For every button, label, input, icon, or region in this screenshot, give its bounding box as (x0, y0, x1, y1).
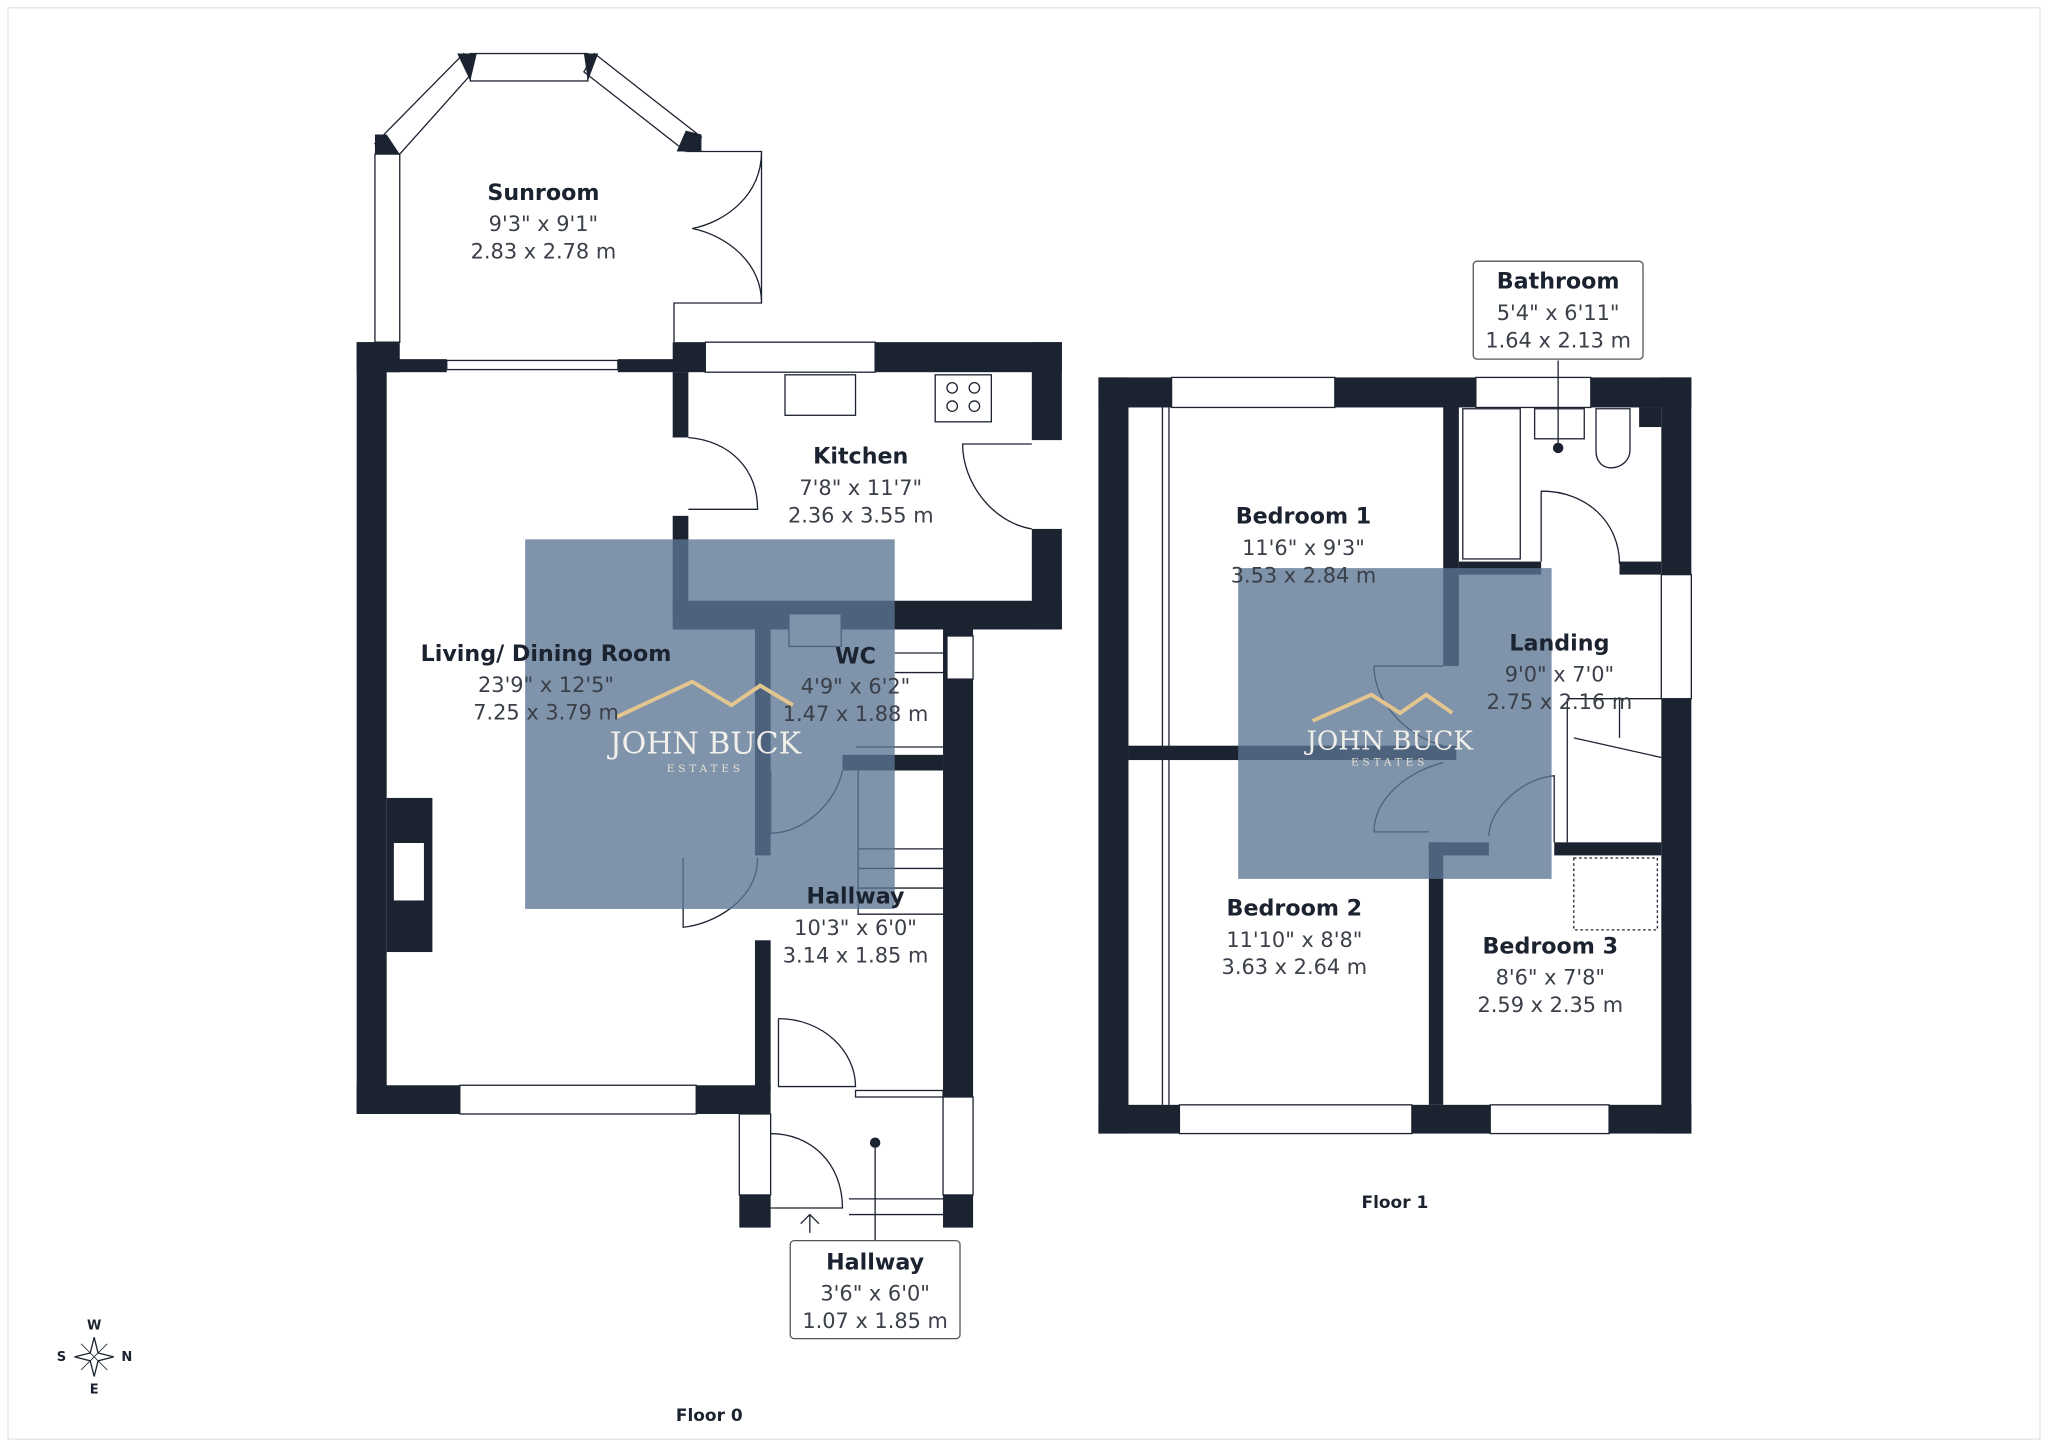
sink-icon (784, 374, 857, 416)
room-label-bedroom-3: Bedroom 3 8'6" x 7'8" 2.59 x 2.35 m (1478, 933, 1624, 1017)
svg-text:Sunroom: Sunroom (487, 180, 599, 206)
room-label-kitchen: Kitchen 7'8" x 11'7" 2.36 x 3.55 m (788, 444, 934, 528)
svg-text:4'9" x 6'2": 4'9" x 6'2" (801, 674, 910, 698)
page-border (7, 7, 2041, 1440)
hob-icon (934, 374, 993, 423)
svg-text:9'0" x 7'0": 9'0" x 7'0" (1505, 663, 1614, 687)
compass-icon: W S N E (57, 1318, 132, 1397)
svg-text:3.63 x 2.64 m: 3.63 x 2.64 m (1222, 955, 1368, 979)
svg-text:Kitchen: Kitchen (813, 444, 908, 470)
svg-text:2.59 x 2.35 m: 2.59 x 2.35 m (1478, 993, 1624, 1017)
svg-text:Landing: Landing (1509, 630, 1609, 656)
sunroom-walls (373, 52, 763, 371)
svg-text:8'6" x 7'8": 8'6" x 7'8" (1496, 966, 1605, 990)
watermark-sub: ESTATES (1351, 756, 1428, 768)
svg-text:3.14 x 1.85 m: 3.14 x 1.85 m (783, 943, 929, 967)
watermark-logo: JOHN BUCK ESTATES (525, 539, 895, 909)
watermark-name: JOHN BUCK (607, 727, 802, 762)
svg-text:11'10" x 8'8": 11'10" x 8'8" (1226, 928, 1362, 952)
svg-text:7'8" x 11'7": 7'8" x 11'7" (799, 476, 922, 500)
svg-text:S: S (57, 1350, 66, 1365)
living-walls (356, 342, 771, 1115)
svg-text:Living/ Dining Room: Living/ Dining Room (421, 641, 672, 667)
svg-text:1.07 x 1.85 m: 1.07 x 1.85 m (802, 1309, 948, 1333)
svg-text:N: N (121, 1350, 132, 1365)
svg-text:23'9" x 12'5": 23'9" x 12'5" (478, 673, 614, 697)
room-label-sunroom: Sunroom 9'3" x 9'1" 2.83 x 2.78 m (471, 180, 617, 264)
floor-1-walls (1098, 360, 1692, 1135)
svg-text:10'3" x 6'0": 10'3" x 6'0" (794, 916, 917, 940)
floor-0: JOHN BUCK ESTATES Sunroom 9'3" x 9'1" 2.… (356, 52, 1062, 1426)
svg-text:Hallway: Hallway (807, 884, 906, 910)
room-label-bedroom-1: Bedroom 1 11'6" x 9'3" 3.53 x 2.84 m (1231, 504, 1377, 588)
svg-text:5'4" x 6'11": 5'4" x 6'11" (1497, 301, 1620, 325)
watermark-name: JOHN BUCK (1303, 727, 1473, 757)
svg-text:2.83 x 2.78 m: 2.83 x 2.78 m (471, 240, 617, 264)
svg-text:W: W (87, 1318, 101, 1333)
room-label-landing: Landing 9'0" x 7'0" 2.75 x 2.16 m (1487, 630, 1633, 714)
floor-0-label: Floor 0 (676, 1406, 743, 1426)
room-label-porch-hallway: Hallway 3'6" x 6'0" 1.07 x 1.85 m (789, 1240, 961, 1340)
svg-text:3'6" x 6'0": 3'6" x 6'0" (820, 1282, 929, 1306)
svg-text:7.25 x 3.79 m: 7.25 x 3.79 m (473, 701, 619, 725)
svg-text:Hallway: Hallway (826, 1249, 925, 1275)
room-label-wc: WC 4'9" x 6'2" 1.47 x 1.88 m (783, 643, 929, 725)
floor-1: JOHN BUCK ESTATES Bathroom 5'4" x 6'11" … (1098, 260, 1692, 1213)
floor-1-label: Floor 1 (1361, 1193, 1428, 1213)
svg-text:9'3" x 9'1": 9'3" x 9'1" (489, 212, 598, 236)
watermark-logo-floor-1: JOHN BUCK ESTATES (1238, 568, 1552, 879)
svg-text:1.47 x 1.88 m: 1.47 x 1.88 m (783, 702, 929, 726)
svg-text:3.53 x 2.84 m: 3.53 x 2.84 m (1231, 563, 1377, 587)
svg-text:Bathroom: Bathroom (1497, 269, 1620, 295)
svg-text:Bedroom 1: Bedroom 1 (1236, 504, 1372, 530)
svg-text:11'6" x 9'3": 11'6" x 9'3" (1242, 536, 1365, 560)
porch-walls (738, 1096, 974, 1241)
svg-text:Bedroom 2: Bedroom 2 (1227, 895, 1363, 921)
svg-text:Bedroom 3: Bedroom 3 (1483, 933, 1619, 959)
svg-text:E: E (90, 1382, 99, 1397)
room-label-bedroom-2: Bedroom 2 11'10" x 8'8" 3.63 x 2.64 m (1222, 895, 1368, 979)
svg-text:2.36 x 3.55 m: 2.36 x 3.55 m (788, 503, 934, 527)
svg-text:2.75 x 2.16 m: 2.75 x 2.16 m (1487, 690, 1633, 714)
svg-text:WC: WC (835, 643, 876, 669)
room-label-hallway: Hallway 10'3" x 6'0" 3.14 x 1.85 m (783, 884, 929, 968)
room-label-living-dining: Living/ Dining Room 23'9" x 12'5" 7.25 x… (421, 641, 672, 725)
watermark-sub: ESTATES (667, 763, 744, 775)
room-label-bathroom: Bathroom 5'4" x 6'11" 1.64 x 2.13 m (1472, 260, 1644, 360)
svg-text:1.64 x 2.13 m: 1.64 x 2.13 m (1485, 328, 1631, 352)
